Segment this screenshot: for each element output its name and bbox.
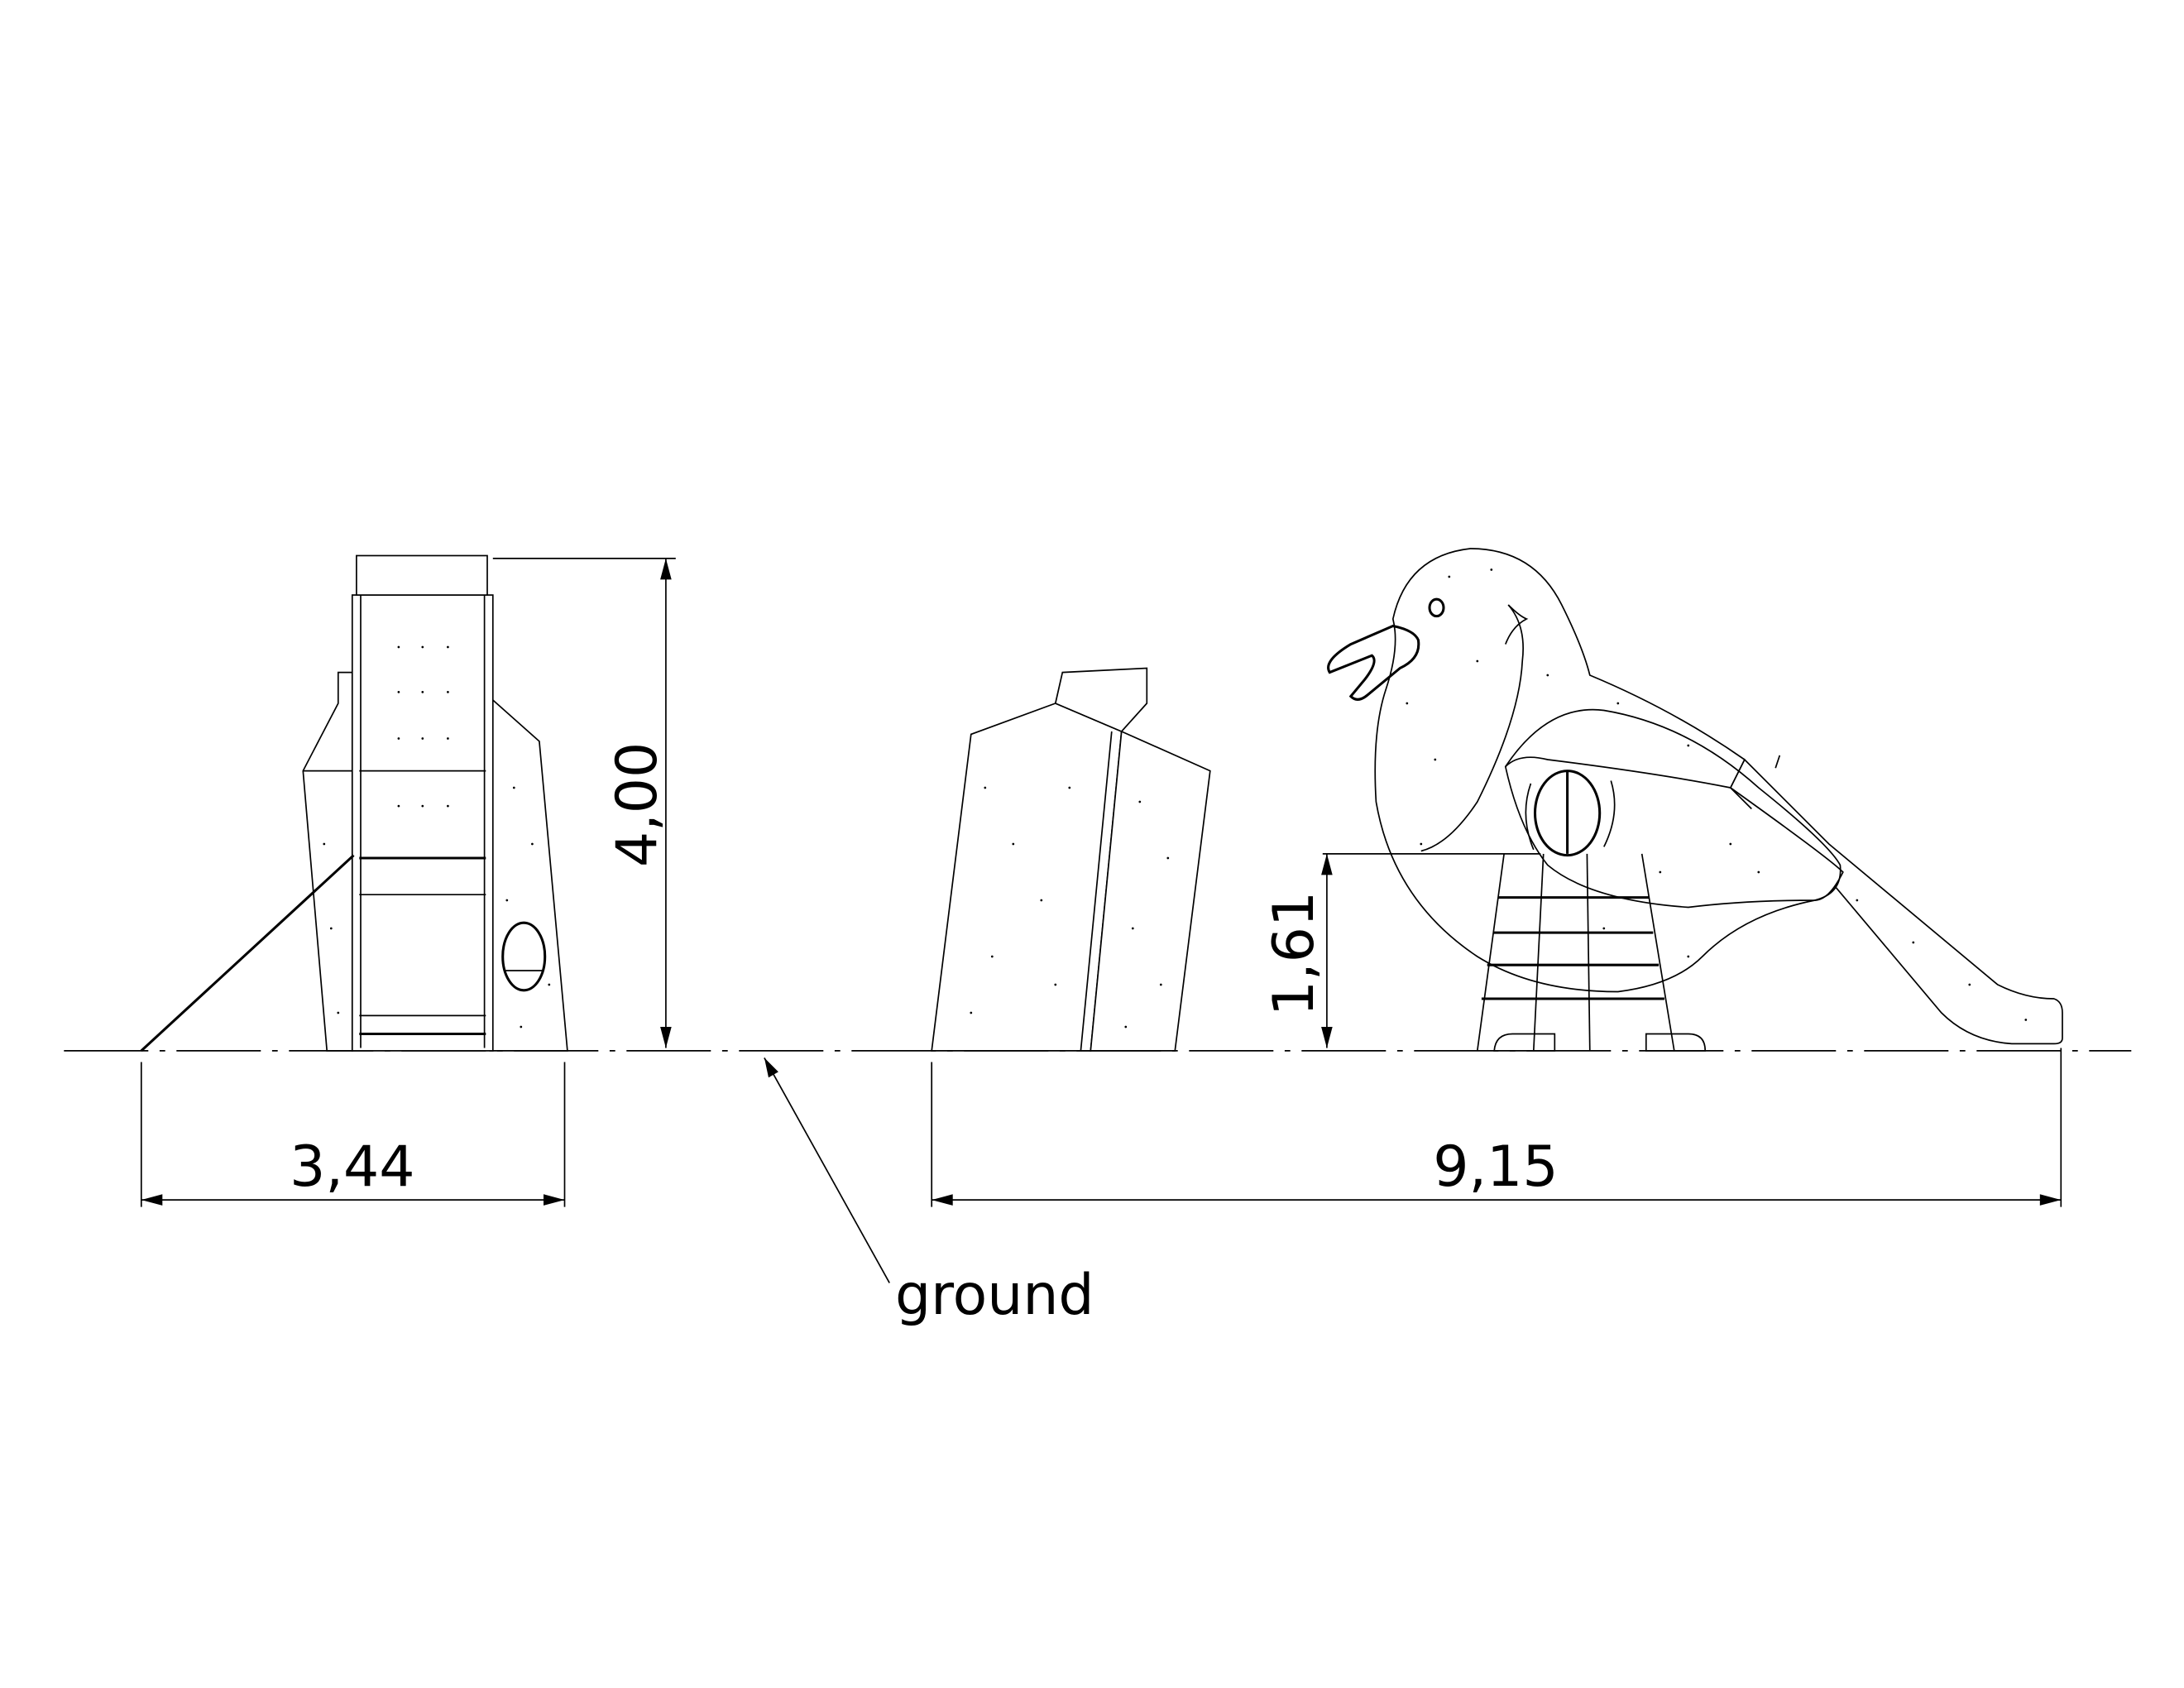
dimension-length: 9,15 — [931, 1048, 2062, 1207]
dimension-height: 4,00 — [492, 558, 676, 1048]
ground-label: ground — [895, 1263, 1094, 1328]
porthole — [501, 921, 547, 992]
front-view — [140, 554, 568, 1053]
climbing-net — [1476, 853, 1675, 1052]
side-block-view — [931, 667, 1211, 1052]
dimension-platform-height: 1,61 — [1262, 853, 1541, 1048]
bird-eye — [1428, 597, 1445, 618]
dimension-platform-height-value: 1,61 — [1262, 891, 1327, 1016]
slide-line — [140, 854, 355, 1053]
ground-callout: ground — [764, 1057, 1094, 1328]
dimension-width-value: 3,44 — [290, 1134, 414, 1200]
dimension-width: 3,44 — [140, 1062, 566, 1207]
dimension-height-value: 4,00 — [605, 742, 670, 867]
dimension-length-value: 9,15 — [1433, 1134, 1558, 1200]
bird-slide-view — [1327, 548, 2063, 1052]
